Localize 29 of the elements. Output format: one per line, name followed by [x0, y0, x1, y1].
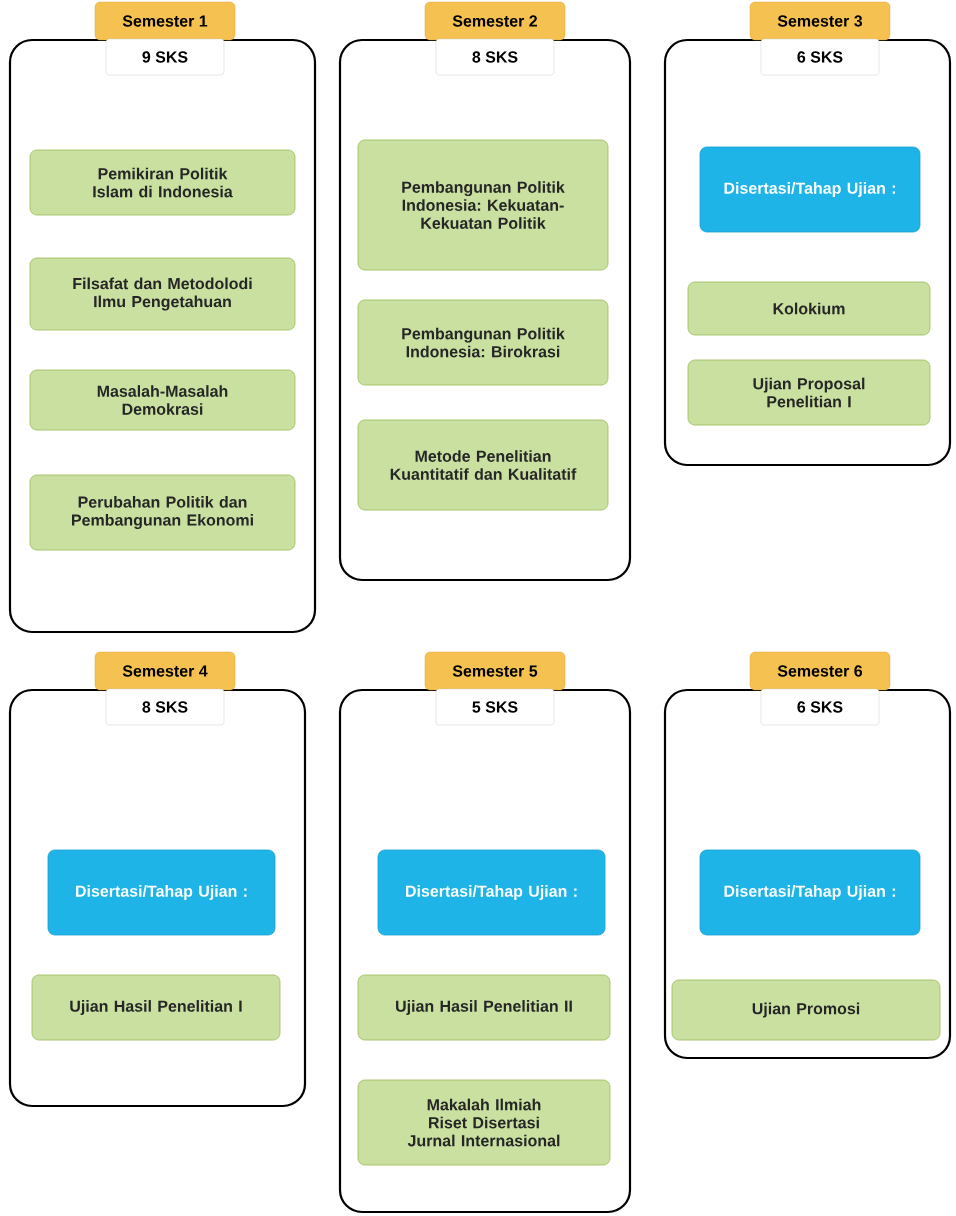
- course-box: Ujian Proposal Penelitian I: [687, 359, 931, 426]
- semester-tab: Semester 1: [94, 1, 236, 41]
- course-box: Makalah Ilmiah Riset Disertasi Jurnal Internasional: [357, 1079, 611, 1166]
- course-box: Metode Penelitian Kuantitatif dan Kualitatif: [357, 419, 609, 511]
- semester-tab: Semester 2: [424, 1, 566, 41]
- credit-box: 8 SKS: [105, 688, 225, 726]
- semester-tab: Semester 6: [749, 651, 891, 691]
- stage-box: Disertasi/Tahap Ujian :: [699, 849, 921, 936]
- semester-tab: Semester 3: [749, 1, 891, 41]
- semester-tab: Semester 5: [424, 651, 566, 691]
- course-box: Pemikiran Politik Islam di Indonesia: [29, 149, 296, 216]
- credit-box: 6 SKS: [760, 38, 880, 76]
- stage-box: Disertasi/Tahap Ujian :: [47, 849, 276, 936]
- course-box: Kolokium: [687, 281, 931, 336]
- semester-tab: Semester 4: [94, 651, 236, 691]
- course-box: Ujian Hasil Penelitian I: [31, 974, 281, 1041]
- credit-box: 6 SKS: [760, 688, 880, 726]
- stage-box: Disertasi/Tahap Ujian :: [377, 849, 606, 936]
- course-box: Filsafat dan Metodolodi Ilmu Pengetahuan: [29, 257, 296, 331]
- course-box: Ujian Hasil Penelitian II: [357, 974, 611, 1041]
- course-box: Perubahan Politik dan Pembangunan Ekonomi: [29, 474, 296, 551]
- stage-box: Disertasi/Tahap Ujian :: [699, 146, 921, 233]
- course-box: Ujian Promosi: [671, 979, 941, 1041]
- course-box: Masalah-Masalah Demokrasi: [29, 369, 296, 431]
- course-box: Pembangunan Politik Indonesia: Kekuatan-Kekuatan Politik: [357, 139, 609, 271]
- credit-box: 9 SKS: [105, 38, 225, 76]
- credit-box: 5 SKS: [435, 688, 555, 726]
- credit-box: 8 SKS: [435, 38, 555, 76]
- course-box: Pembangunan Politik Indonesia: Birokrasi: [357, 299, 609, 386]
